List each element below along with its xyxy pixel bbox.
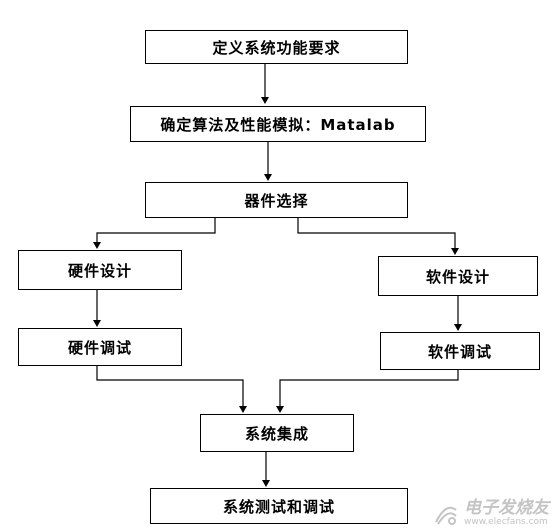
node-algorithm-simulation: 确定算法及性能模拟：Matalab	[130, 106, 426, 142]
arrow-selection-to-software-design	[297, 218, 459, 255]
node-hardware-design: 硬件设计	[18, 250, 182, 290]
watermark-url: www.elecfans.com	[464, 517, 548, 528]
watermark: 电子发烧友 www.elecfans.com	[432, 499, 549, 528]
arrow-selection-to-hardware-design	[93, 218, 216, 249]
arrow-software-debug-to-integration	[276, 370, 459, 413]
node-software-debug: 软件调试	[380, 332, 540, 370]
watermark-title: 电子发烧友	[464, 498, 549, 519]
node-system-test: 系统测试和调试	[150, 488, 408, 524]
node-hardware-debug: 硬件调试	[18, 328, 182, 366]
node-system-integration: 系统集成	[200, 414, 354, 452]
arrow-hardware-debug-to-integration	[96, 366, 247, 413]
elecfans-logo-icon	[435, 506, 457, 525]
node-component-selection: 器件选择	[145, 182, 408, 218]
node-define-requirements: 定义系统功能要求	[145, 30, 408, 64]
node-software-design: 软件设计	[378, 256, 538, 296]
